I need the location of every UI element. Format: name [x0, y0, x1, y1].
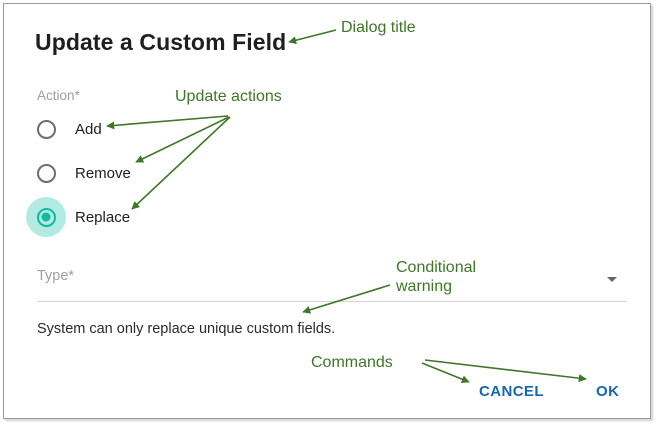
radio-remove-hit-area[interactable] — [26, 153, 66, 193]
radio-replace-hit-area[interactable] — [26, 197, 66, 237]
radio-add-hit-area[interactable] — [26, 109, 66, 149]
update-custom-field-dialog: Update a Custom Field Action* Add Remove… — [3, 3, 651, 419]
annotation-label-commands: Commands — [311, 354, 393, 371]
type-select[interactable]: Type* — [37, 266, 627, 302]
radio-checked-icon — [36, 207, 56, 227]
page-title: Update a Custom Field — [35, 29, 287, 55]
cancel-button[interactable]: CANCEL — [479, 383, 544, 400]
radio-option-replace[interactable]: Replace — [26, 197, 130, 237]
radio-option-remove[interactable]: Remove — [26, 153, 131, 193]
annotation-label-dialog-title: Dialog title — [341, 19, 416, 36]
type-select-label: Type* — [37, 268, 75, 284]
action-group-label: Action* — [37, 88, 80, 103]
type-select-underline — [37, 301, 627, 302]
radio-unchecked-icon — [36, 163, 56, 183]
radio-label-add: Add — [75, 120, 102, 138]
radio-label-remove: Remove — [75, 164, 131, 182]
ok-button[interactable]: OK — [596, 383, 620, 400]
radio-label-replace: Replace — [75, 208, 131, 226]
annotation-label-update-actions: Update actions — [175, 88, 282, 105]
conditional-warning-text: System can only replace unique custom fi… — [37, 321, 336, 337]
chevron-down-icon[interactable] — [607, 277, 617, 282]
annotation-label-conditional-warning: Conditional warning — [396, 259, 477, 295]
radio-option-add[interactable]: Add — [26, 109, 102, 149]
radio-checked-dot-icon — [41, 212, 51, 222]
radio-unchecked-icon — [36, 119, 56, 139]
